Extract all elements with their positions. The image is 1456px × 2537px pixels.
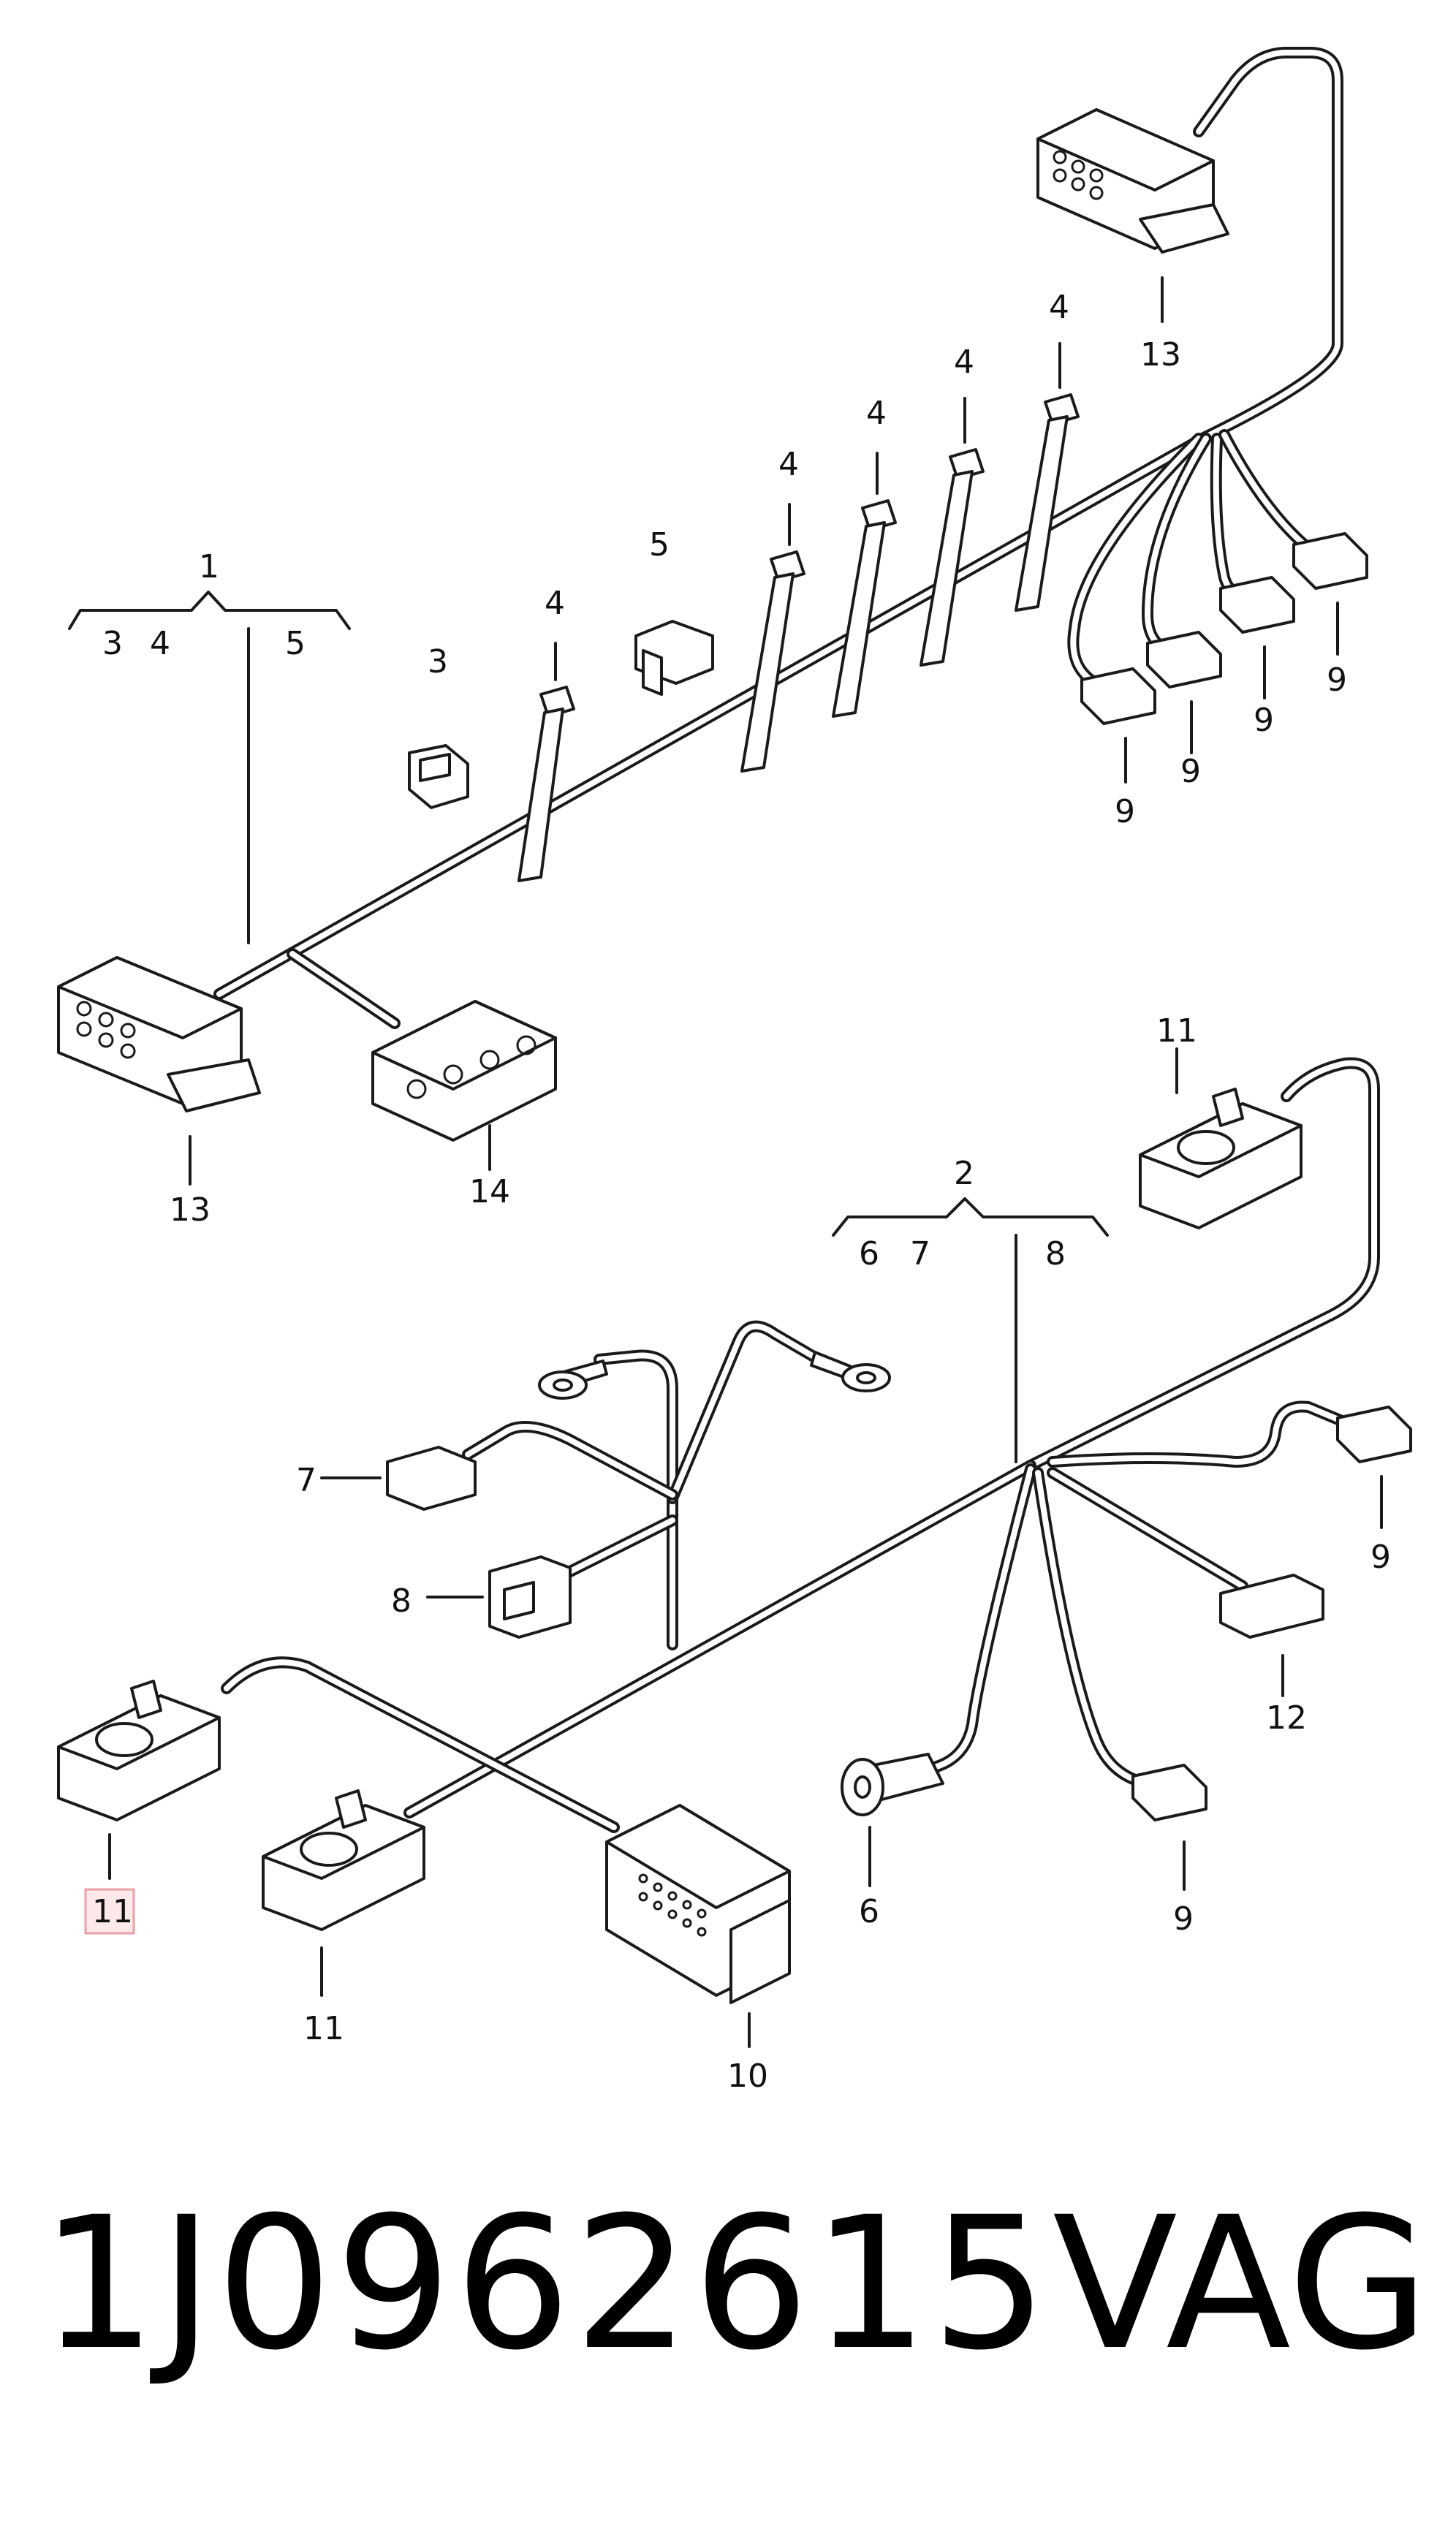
label-tie-4: 4 (954, 344, 974, 381)
eyelet-right (810, 1351, 891, 1392)
clip-3 (408, 744, 469, 809)
plug-9-b (1146, 631, 1222, 754)
label-group-1-sub-b: 4 (150, 625, 170, 662)
cable-tie-5 (1015, 342, 1080, 612)
connector-14 (371, 1000, 557, 1171)
label-plug-9-d: 9 (1327, 661, 1347, 699)
label-housing-11-mid: 11 (303, 2010, 344, 2047)
plug-7 (320, 1446, 477, 1511)
connector-13-left (57, 956, 261, 1186)
label-plug-9-c: 9 (1254, 702, 1274, 739)
plug-9-a (1080, 667, 1156, 784)
label-group-1: 1 (199, 548, 219, 585)
label-conn-13-left: 13 (170, 1191, 211, 1229)
label-tie-5: 4 (1049, 289, 1069, 326)
cable-tie-2 (740, 503, 805, 773)
part-number: 1J0962615 (40, 2177, 1051, 2390)
label-plug-8: 8 (391, 1582, 412, 1620)
label-group-2: 2 (954, 1155, 974, 1192)
label-tie-2: 4 (778, 446, 799, 483)
brand-name: VAG (1053, 2177, 1430, 2390)
label-plug-12: 12 (1266, 1699, 1307, 1737)
label-plug-9-b: 9 (1180, 753, 1201, 790)
label-clip: 3 (428, 643, 448, 680)
label-plug-7: 7 (296, 1462, 316, 1499)
connector-10 (605, 1804, 791, 2048)
label-group-1-sub-c: 5 (285, 625, 306, 662)
plug-9-e (1336, 1406, 1412, 1529)
cable-tie-3 (832, 452, 897, 718)
plug-9-d (1292, 532, 1368, 656)
label-plug-9-e: 9 (1370, 1539, 1391, 1576)
label-tie-3: 4 (866, 395, 887, 432)
eyelet-left (538, 1359, 608, 1400)
harness-1 (213, 47, 1343, 1029)
label-plug-9-f: 9 (1173, 1900, 1194, 1938)
label-conn-13-top: 13 (1140, 336, 1181, 373)
label-group-1-sub-a: 3 (102, 625, 123, 662)
bracket-group-2 (832, 1197, 1109, 1463)
connector-13-top-right (1036, 108, 1229, 323)
label-group-2-sub-c: 8 (1045, 1235, 1066, 1273)
label-tie-1: 4 (545, 585, 565, 622)
label-conn-14: 14 (469, 1173, 510, 1210)
cable-tie-4 (920, 397, 985, 667)
bracket-group-1 (68, 591, 351, 944)
housing-11-top (1139, 1047, 1303, 1229)
housing-11-mid (262, 1789, 425, 1997)
label-plug-9-a: 9 (1115, 793, 1135, 830)
holder-5 (634, 620, 714, 696)
label-housing-11-left: 11 (92, 1893, 133, 1930)
label-housing-11-top: 11 (1156, 1012, 1197, 1050)
highlight-box (84, 1888, 135, 1935)
plug-9-f (1131, 1764, 1207, 1891)
label-holder: 5 (649, 526, 670, 564)
plug-6 (841, 1753, 944, 1887)
plug-8 (426, 1555, 572, 1639)
cable-tie-1 (517, 642, 575, 882)
label-plug-6: 6 (859, 1893, 879, 1930)
label-conn-10: 10 (727, 2058, 768, 2095)
housing-11-left (57, 1680, 221, 1880)
label-group-2-sub-a: 6 (859, 1235, 879, 1273)
plug-12 (1219, 1574, 1324, 1697)
plug-9-c (1219, 576, 1295, 699)
label-group-2-sub-b: 7 (910, 1235, 930, 1273)
